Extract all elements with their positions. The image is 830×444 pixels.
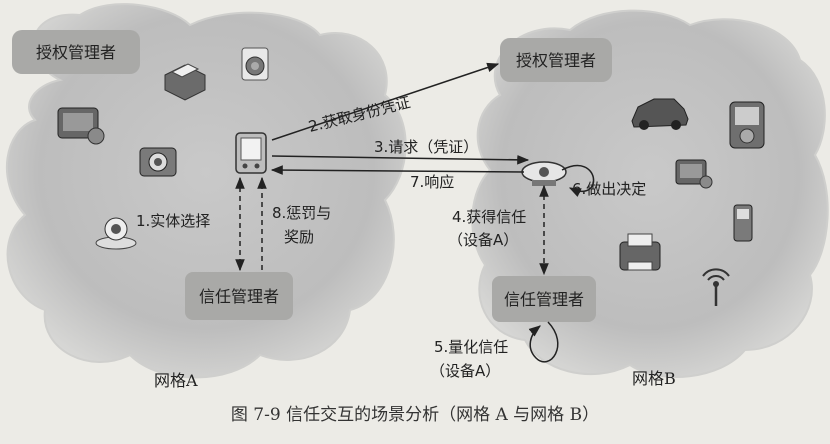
- step-3-label: 3.请求（凭证）: [374, 138, 478, 156]
- step-5-label-line1: 5.量化信任: [434, 338, 508, 356]
- camera-icon: [139, 147, 177, 177]
- printer-icon: [164, 63, 206, 101]
- network-a-authority-box: 授权管理者: [12, 30, 140, 74]
- network-a-trust-manager-label: 信任管理者: [199, 287, 279, 306]
- pda-icon: [235, 132, 267, 174]
- projector-icon: [521, 161, 567, 186]
- figure-caption: 图 7-9 信任交互的场景分析（网格 A 与网格 B）: [230, 405, 600, 425]
- network-b-trust-manager-box: 信任管理者: [492, 276, 596, 322]
- step-4-label-line2: （设备A）: [448, 231, 518, 249]
- arrow-get-credential: [271, 62, 500, 141]
- monitor-icon: [675, 159, 713, 189]
- network-b-trust-manager-label: 信任管理者: [504, 290, 584, 309]
- step-4-label-line1: 4.获得信任: [452, 208, 526, 226]
- printer-icon: [619, 233, 661, 271]
- loop-quantify-trust: [528, 321, 559, 363]
- media-player-icon: [729, 101, 765, 149]
- network-a-name: 网格A: [154, 371, 198, 390]
- antenna-icon: [702, 268, 730, 306]
- network-a-cloud: [5, 3, 407, 379]
- arrow-response: [270, 165, 525, 175]
- phone-icon: [733, 204, 753, 242]
- arrow-request: [271, 155, 530, 165]
- network-b-authority-box: 授权管理者: [500, 38, 612, 82]
- webcam-icon: [95, 217, 137, 250]
- network-b-authority-label: 授权管理者: [516, 51, 596, 70]
- car-icon: [631, 98, 689, 130]
- speaker-icon: [241, 47, 269, 81]
- step-6-label: 6.做出决定: [572, 180, 646, 198]
- step-8-label-line2: 奖励: [284, 228, 314, 246]
- network-a-trust-manager-box: 信任管理者: [185, 272, 293, 320]
- network-b-name: 网格B: [632, 369, 676, 388]
- loop-make-decision: [561, 164, 595, 198]
- network-a-authority-label: 授权管理者: [36, 43, 116, 62]
- step-7-label: 7.响应: [410, 173, 454, 191]
- monitor-icon: [57, 107, 105, 145]
- step-8-label-line1: 8.惩罚与: [272, 204, 331, 222]
- step-1-label: 1.实体选择: [136, 212, 210, 230]
- step-5-label-line2: （设备A）: [430, 362, 500, 380]
